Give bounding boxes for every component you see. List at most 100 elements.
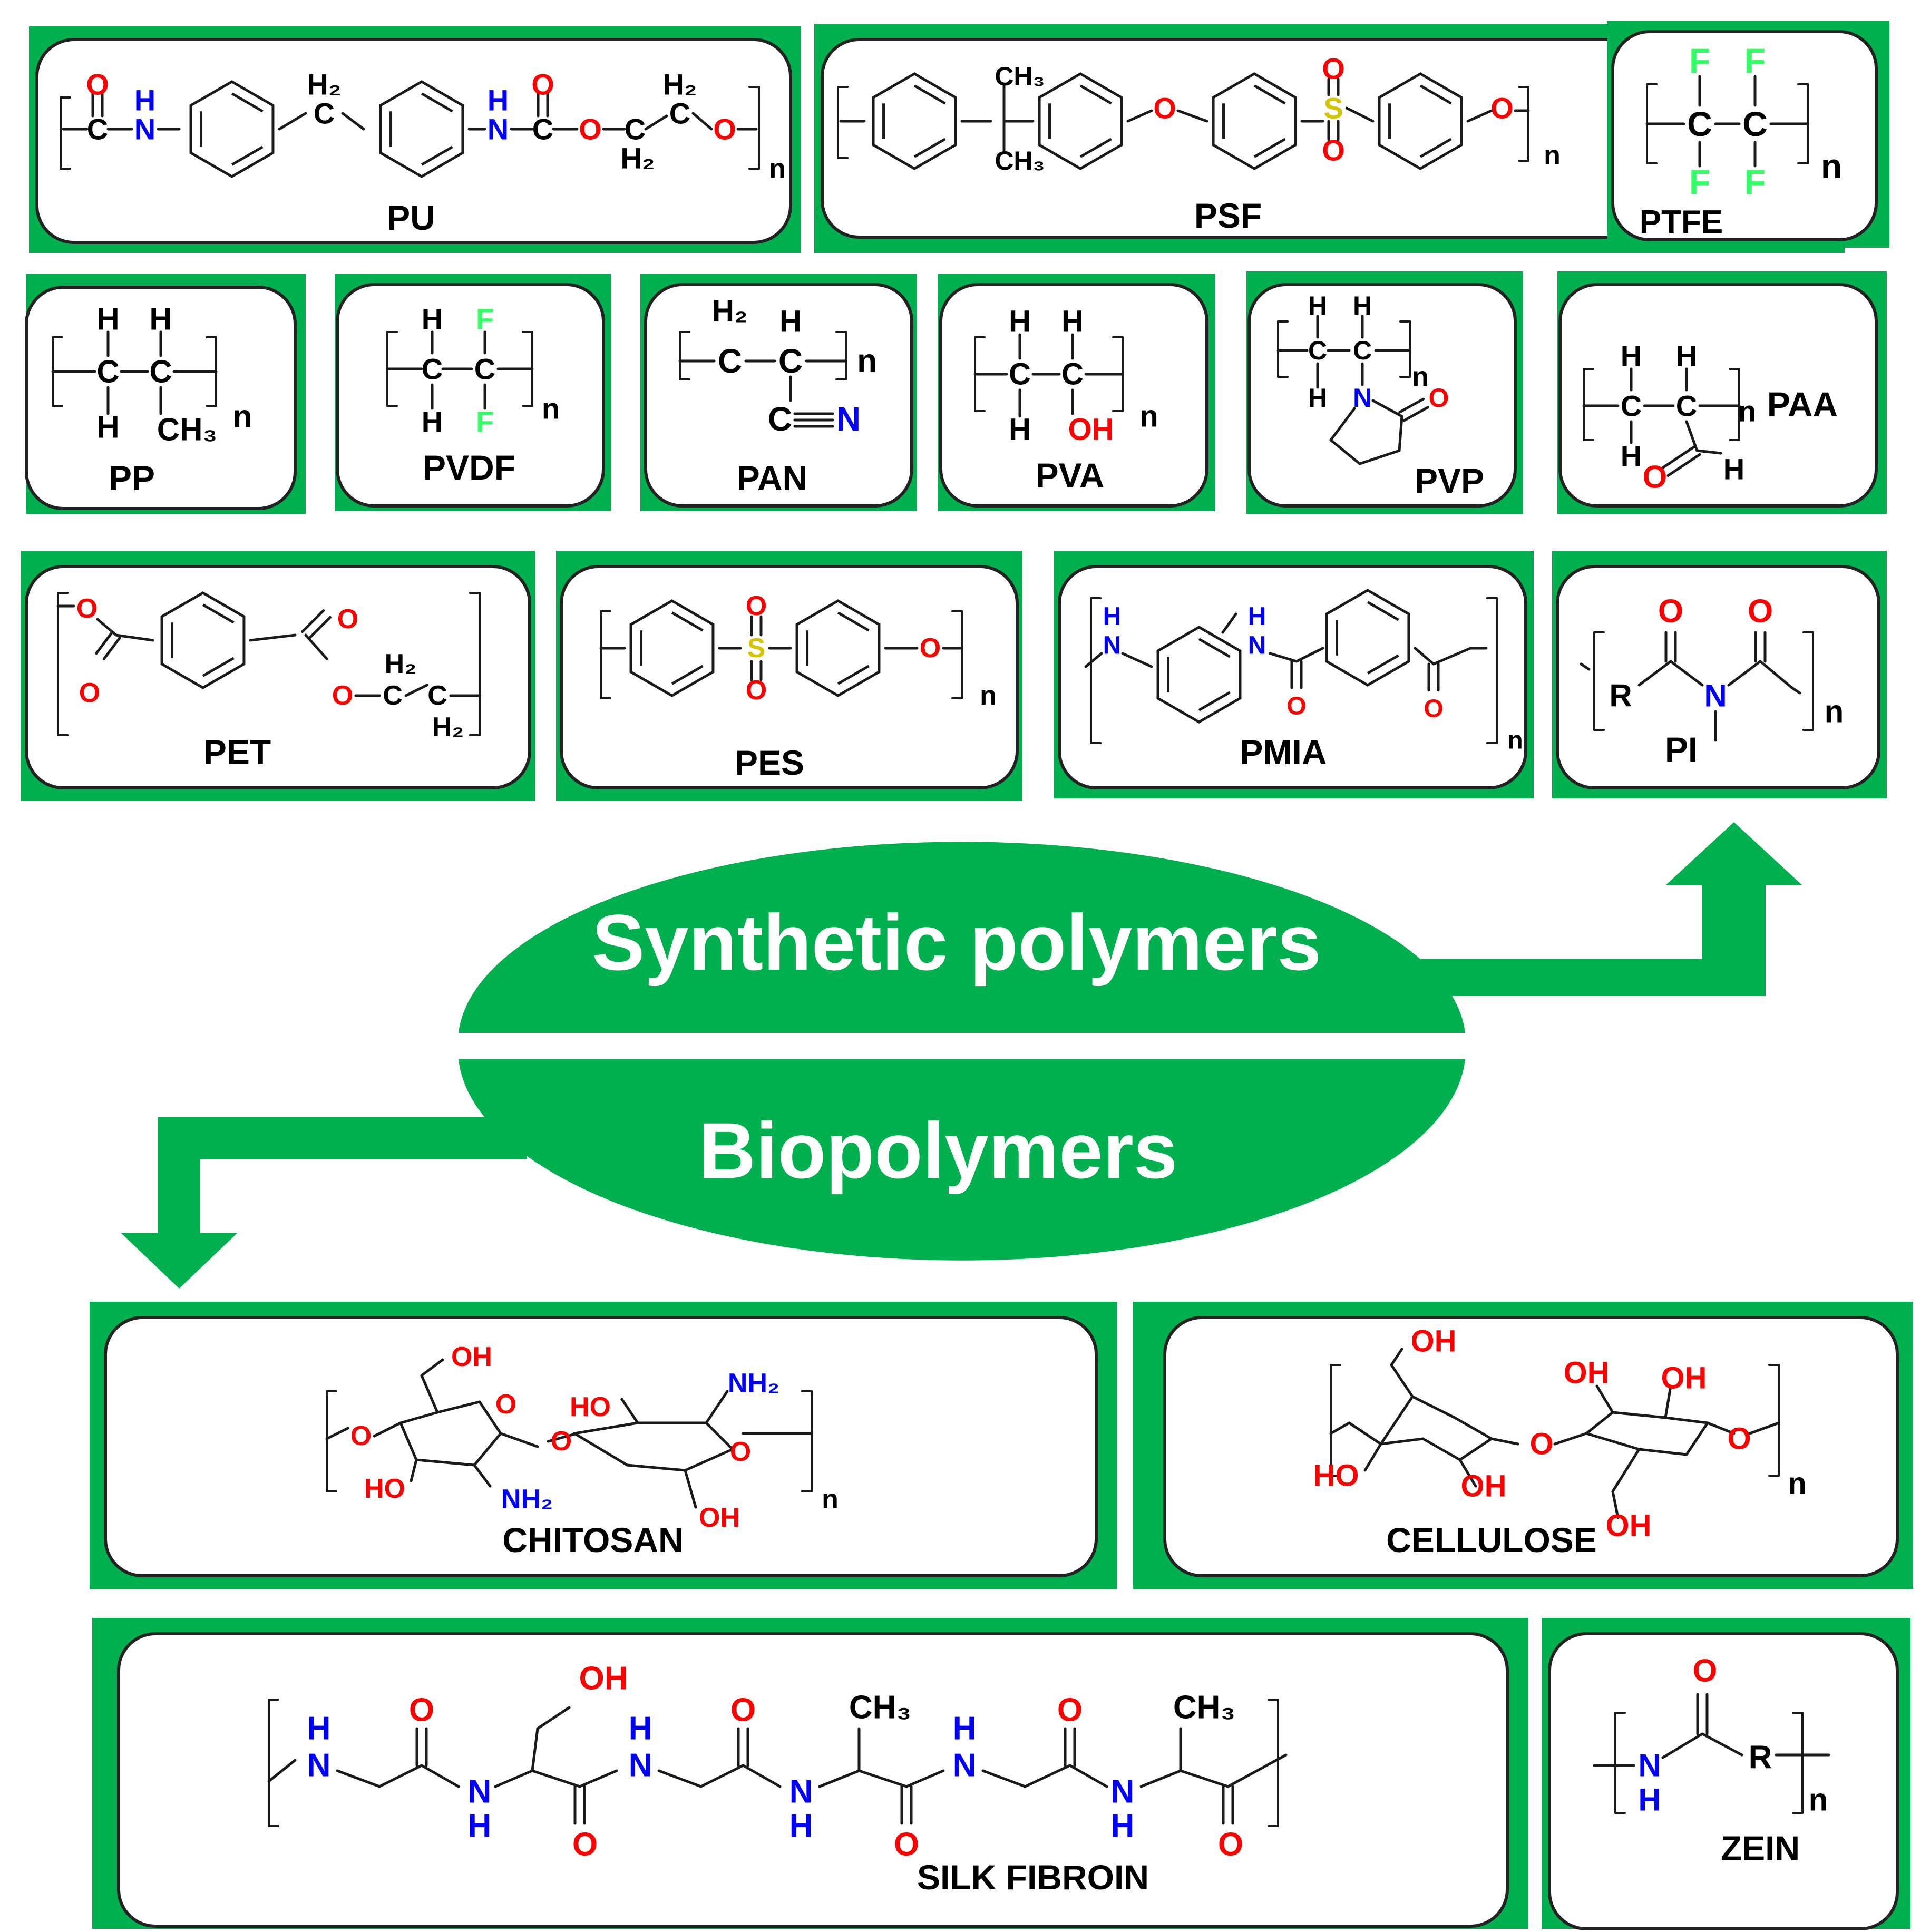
atom-C: C: [383, 680, 403, 711]
atom-N: N: [1353, 383, 1372, 413]
atom-C: C: [1687, 104, 1712, 143]
bond: [1701, 1732, 1743, 1757]
atom-H2: H₂: [432, 712, 464, 743]
label-ptfe: PTFE: [1640, 204, 1723, 240]
label-pet: PET: [203, 733, 271, 772]
benzene-ring-icon: [1325, 589, 1410, 687]
bond: [1580, 662, 1591, 671]
atom-N: N: [1111, 1774, 1135, 1810]
bond: [1666, 453, 1701, 477]
bond: [742, 1764, 782, 1788]
card-panel-pvdf: [336, 283, 605, 508]
atom-H: H: [468, 1808, 492, 1845]
card-pes: [556, 551, 1022, 801]
bond: [905, 1769, 945, 1788]
ring-double-bond: [837, 665, 870, 685]
bond: [1398, 415, 1403, 452]
bond: [1329, 407, 1356, 442]
bond: [857, 1769, 908, 1788]
benzene-ring-icon: [1378, 72, 1463, 170]
ring-outline: [1156, 626, 1242, 724]
atom-C: C: [149, 354, 172, 389]
bond: [473, 1463, 492, 1488]
bond: [1637, 1448, 1688, 1456]
bond: [705, 1390, 729, 1424]
benzene-ring-icon: [872, 72, 957, 170]
bond: [1371, 399, 1403, 418]
bond: [1466, 109, 1493, 123]
atom-C: C: [718, 342, 742, 380]
ring-double-bond: [1367, 601, 1399, 621]
atom-O: O: [350, 1421, 372, 1451]
label-pmia: PMIA: [1240, 733, 1327, 772]
ring-double-bond: [1367, 654, 1399, 675]
ring-double-bond: [231, 92, 264, 113]
atom-OH: OH: [1461, 1469, 1507, 1504]
bond: [341, 112, 365, 131]
atom-O: O: [551, 1426, 572, 1457]
bond: [478, 1400, 502, 1435]
atom-H: H: [1353, 291, 1372, 320]
bond: [1611, 1490, 1620, 1519]
card-paa: [1557, 271, 1887, 514]
bond: [420, 1358, 444, 1377]
bond: [531, 1727, 539, 1772]
label-pi: PI: [1665, 730, 1698, 769]
atom-H: H: [307, 1711, 331, 1747]
atom-O: O: [894, 1827, 919, 1863]
atom-F: F: [476, 303, 494, 336]
atom-O: O: [1748, 593, 1773, 630]
atom-OH: OH: [1068, 413, 1114, 447]
bond: [1348, 1421, 1382, 1446]
atom-H: H: [422, 303, 443, 336]
benzene-ring-icon: [1212, 72, 1297, 170]
atom-O: O: [337, 604, 358, 635]
card-zein: [1542, 1618, 1910, 1930]
benzene-ring-icon: [189, 80, 275, 178]
bond: [301, 609, 325, 633]
bond: [436, 1400, 481, 1414]
benzene-ring-icon: [160, 591, 246, 689]
atom-H: H: [953, 1711, 977, 1747]
bond: [1295, 647, 1324, 663]
bond: [573, 1421, 639, 1435]
bond: [1553, 1432, 1588, 1446]
card-frames: [21, 21, 1913, 1930]
bond: [1595, 1384, 1614, 1414]
bond: [1490, 1437, 1519, 1446]
atom-CH3: CH₃: [157, 412, 217, 447]
card-panel-chitosan: [104, 1316, 1098, 1577]
bond: [307, 616, 332, 640]
atom-OH: OH: [1661, 1361, 1707, 1396]
ring-double-bond: [913, 138, 946, 158]
bond: [1176, 109, 1208, 123]
atom-N: N: [1103, 632, 1122, 660]
bond: [1329, 1421, 1351, 1435]
bond: [1139, 1769, 1182, 1788]
atom-n: n: [1544, 140, 1561, 171]
atom-O: O: [1424, 695, 1443, 723]
bond: [325, 1427, 349, 1440]
card-panel-zein: [1548, 1632, 1899, 1930]
bond: [578, 1769, 618, 1788]
atom-N: N: [488, 113, 509, 146]
ring-double-bond: [671, 665, 704, 685]
atom-O: O: [1490, 92, 1514, 125]
atom-OH: OH: [699, 1502, 740, 1533]
atom-n: n: [769, 153, 786, 184]
atom-NH2: NH₂: [728, 1368, 779, 1399]
atom-N: N: [1638, 1748, 1661, 1783]
synthetic-arrow: [1418, 822, 1802, 996]
atom-CH3: CH₃: [995, 146, 1045, 175]
ring-double-bond: [1253, 84, 1286, 105]
atom-H: H: [1111, 1808, 1135, 1845]
atom-N: N: [1248, 632, 1266, 660]
label-pvdf: PVDF: [423, 448, 515, 487]
ring-outline: [1325, 589, 1410, 687]
bond: [981, 1769, 1027, 1788]
card-panel-pi: [1556, 565, 1880, 789]
ring-outline: [379, 80, 464, 178]
atom-F: F: [1689, 41, 1710, 80]
